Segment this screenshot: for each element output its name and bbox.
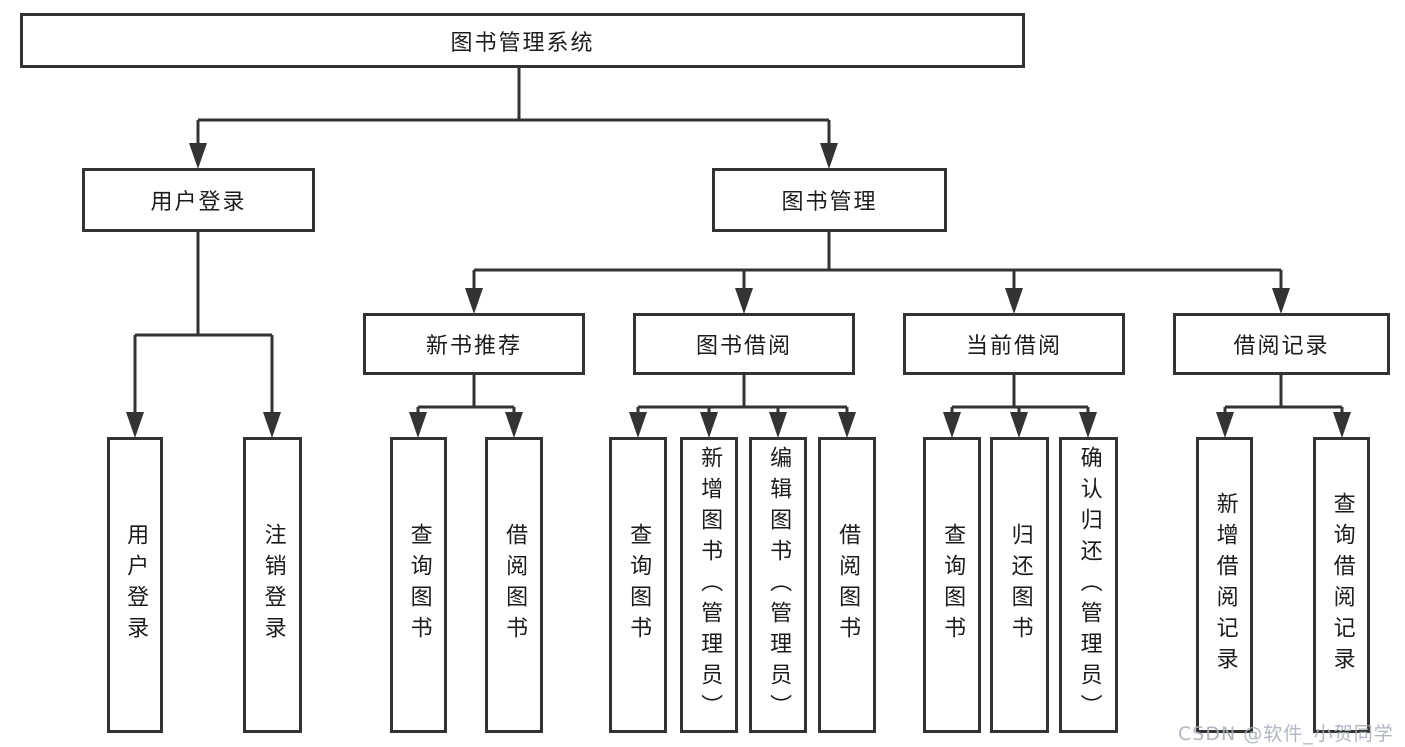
node-book-borrow-label: 图书借阅 [695, 334, 792, 359]
leaf-logout-label: 注销登录 [260, 523, 286, 647]
leaf-current-confirm-return-admin-label: 确认归还（管理员） [1076, 445, 1102, 725]
node-current-borrow-label: 当前借阅 [965, 334, 1062, 359]
leaf-borrow-query-book-label: 查询图书 [626, 523, 652, 647]
leaf-borrow-add-book-admin-label: 新增图书（管理员） [697, 445, 723, 725]
leaf-borrow-borrow-book-label: 借阅图书 [835, 523, 861, 647]
node-library-management-system: 图书管理系统 [20, 13, 1025, 68]
leaf-records-add-record: 新增借阅记录 [1196, 437, 1253, 733]
leaf-current-return-book: 归还图书 [990, 437, 1049, 733]
node-book-borrow: 图书借阅 [633, 313, 855, 375]
connector-arrowheads [126, 143, 1351, 438]
leaf-current-return-book-label: 归还图书 [1007, 523, 1033, 647]
node-book-management-label: 图书管理 [781, 190, 878, 215]
leaf-newbook-query-book-label: 查询图书 [406, 523, 432, 647]
node-new-book-recommend: 新书推荐 [363, 313, 585, 375]
leaf-newbook-borrow-book: 借阅图书 [485, 437, 543, 733]
node-root-label: 图书管理系统 [450, 30, 595, 56]
leaf-records-query-record-label: 查询借阅记录 [1329, 492, 1355, 678]
leaf-records-query-record: 查询借阅记录 [1313, 437, 1370, 733]
node-borrow-records: 借阅记录 [1173, 313, 1390, 375]
leaf-borrow-add-book-admin: 新增图书（管理员） [680, 437, 738, 733]
node-user-login: 用户登录 [82, 168, 315, 232]
node-user-login-label: 用户登录 [150, 190, 247, 215]
leaf-newbook-borrow-book-label: 借阅图书 [502, 523, 528, 647]
leaf-logout: 注销登录 [243, 437, 302, 733]
csdn-watermark: CSDN @软件_小贺同学 [1178, 723, 1394, 745]
node-borrow-records-label: 借阅记录 [1233, 334, 1330, 359]
leaf-current-confirm-return-admin: 确认归还（管理员） [1059, 437, 1118, 733]
node-current-borrow: 当前借阅 [903, 313, 1125, 375]
leaf-borrow-edit-book-admin-label: 编辑图书（管理员） [766, 445, 792, 725]
leaf-user-login: 用户登录 [107, 437, 163, 733]
leaf-user-login-label: 用户登录 [123, 523, 149, 647]
leaf-borrow-query-book: 查询图书 [609, 437, 667, 733]
leaf-borrow-edit-book-admin: 编辑图书（管理员） [749, 437, 807, 733]
leaf-current-query-book: 查询图书 [923, 437, 981, 733]
node-new-book-recommend-label: 新书推荐 [425, 334, 522, 359]
leaf-newbook-query-book: 查询图书 [390, 437, 447, 733]
leaf-records-add-record-label: 新增借阅记录 [1212, 492, 1238, 678]
leaf-borrow-borrow-book: 借阅图书 [818, 437, 876, 733]
leaf-current-query-book-label: 查询图书 [940, 523, 966, 647]
node-book-management: 图书管理 [712, 168, 947, 232]
